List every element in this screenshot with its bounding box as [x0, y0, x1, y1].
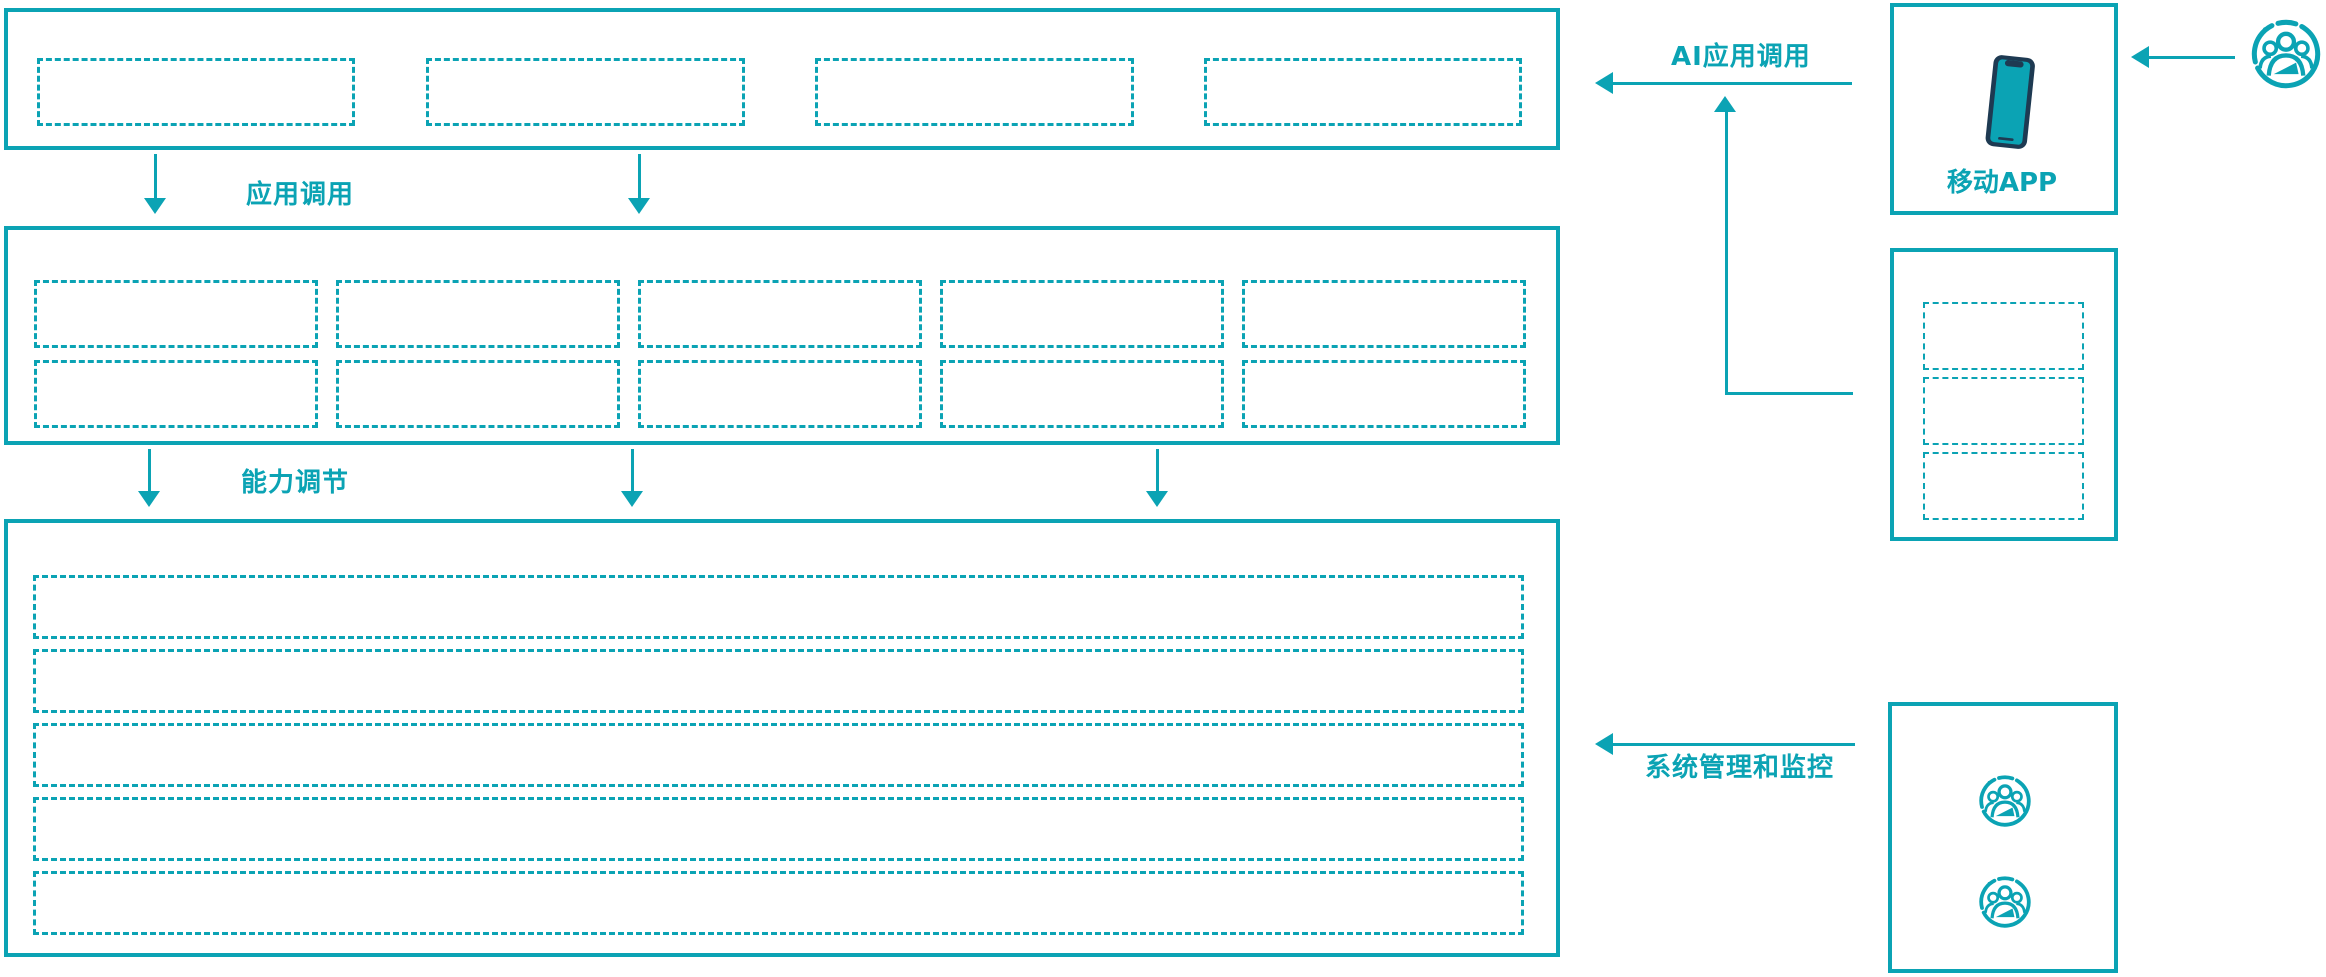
platform-row-1 — [33, 575, 1524, 639]
capability-slot-r2c3 — [638, 360, 922, 428]
users-group-icon — [2250, 18, 2322, 90]
capability-slot-r1c4 — [940, 280, 1224, 348]
application-slot-1 — [37, 58, 355, 126]
capability-slot-r2c5 — [1242, 360, 1526, 428]
capability-slot-r1c2 — [336, 280, 620, 348]
system-mgmt-label: 系统管理和监控 — [1645, 753, 1835, 783]
application-slot-3 — [815, 58, 1134, 126]
application-slot-4 — [1204, 58, 1522, 126]
system-mgmt-arrowhead — [1595, 733, 1613, 755]
capability-adjust-label: 能力调节 — [241, 468, 350, 498]
user-to-app-arrow-line — [2149, 56, 2235, 59]
ai-app-call-arrowhead — [1595, 72, 1613, 94]
capability-arrowhead-1 — [138, 491, 160, 507]
app-call-arrow-line-2 — [638, 154, 641, 200]
platform-row-4 — [33, 797, 1524, 861]
ai-app-call-arrow-line — [1613, 82, 1852, 85]
capability-slot-r2c1 — [34, 360, 318, 428]
right-panel-slot-2 — [1923, 377, 2084, 445]
platform-row-3 — [33, 723, 1524, 787]
capability-arrow-line-1 — [148, 449, 151, 493]
capability-arrowhead-3 — [1146, 491, 1168, 507]
capability-slot-r2c2 — [336, 360, 620, 428]
capability-slot-r1c5 — [1242, 280, 1526, 348]
app-call-label: 应用调用 — [246, 180, 355, 210]
app-call-arrowhead-2 — [628, 198, 650, 214]
right-panel-slot-1 — [1923, 302, 2084, 370]
capability-slot-r1c3 — [638, 280, 922, 348]
mobile-app-label: 移动APP — [1946, 168, 2058, 198]
connector-up-arrowhead — [1714, 96, 1736, 112]
connector-horizontal-line — [1725, 392, 1853, 395]
capability-arrowhead-2 — [621, 491, 643, 507]
users-group-icon — [1978, 875, 2032, 929]
app-call-arrow-line-1 — [154, 154, 157, 200]
capability-arrow-line-2 — [631, 449, 634, 493]
system-mgmt-arrow-line — [1613, 743, 1855, 746]
capability-arrow-line-3 — [1156, 449, 1159, 493]
right-panel-slot-3 — [1923, 452, 2084, 520]
users-group-icon — [1978, 774, 2032, 828]
application-slot-2 — [426, 58, 745, 126]
user-to-app-arrowhead — [2131, 46, 2149, 68]
platform-row-5 — [33, 871, 1524, 935]
admin-users-box — [1888, 702, 2118, 973]
capability-slot-r2c4 — [940, 360, 1224, 428]
mobile-phone-icon — [1985, 55, 2035, 149]
app-call-arrowhead-1 — [144, 198, 166, 214]
connector-vertical-line — [1725, 112, 1728, 394]
capability-slot-r1c1 — [34, 280, 318, 348]
ai-app-call-label: AI应用调用 — [1671, 42, 1811, 72]
platform-row-2 — [33, 649, 1524, 713]
